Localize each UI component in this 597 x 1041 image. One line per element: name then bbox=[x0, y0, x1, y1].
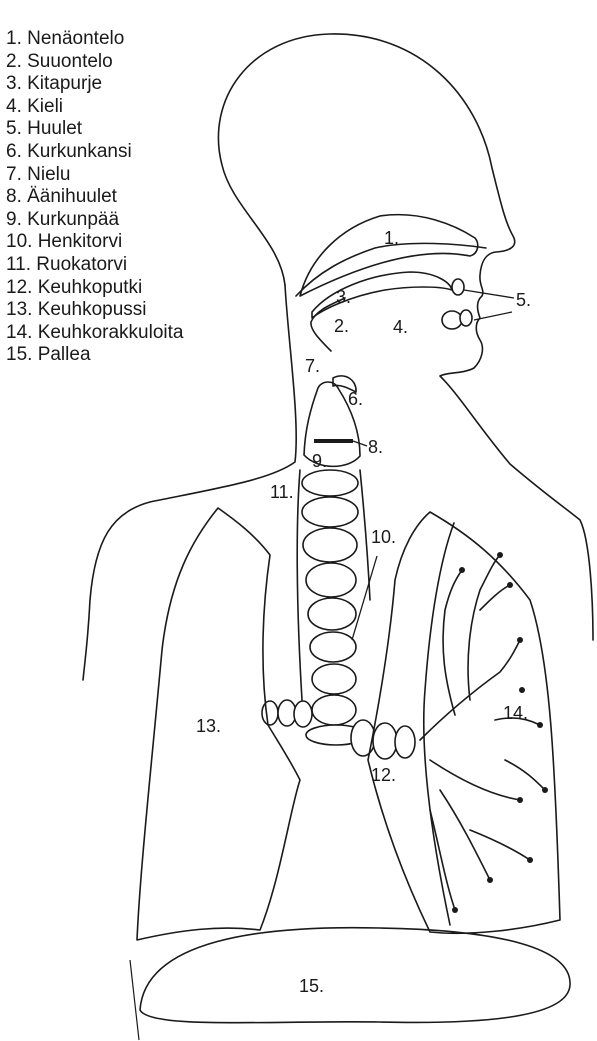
alveolus bbox=[497, 552, 503, 558]
label-5: 5. bbox=[516, 290, 531, 310]
lower-lip-inner bbox=[460, 310, 472, 326]
left-lung-inner bbox=[424, 523, 454, 925]
label-14: 14. bbox=[503, 703, 528, 723]
label-13: 13. bbox=[196, 716, 221, 736]
trachea-ring bbox=[308, 598, 356, 630]
label-1: 1. bbox=[384, 228, 399, 248]
label-15: 15. bbox=[299, 976, 324, 996]
label-11: 11. bbox=[270, 482, 294, 502]
alveolus bbox=[452, 907, 458, 913]
label-12: 12. bbox=[371, 765, 396, 785]
alveolus bbox=[459, 567, 465, 573]
label-8: 8. bbox=[368, 437, 383, 457]
bronchus-ring bbox=[294, 701, 312, 727]
alveolus bbox=[517, 797, 523, 803]
label-9: 9. bbox=[312, 451, 327, 471]
leader-line-5 bbox=[464, 290, 514, 298]
bronchus-ring bbox=[395, 726, 415, 758]
alveolus bbox=[507, 582, 513, 588]
upper-lip bbox=[452, 279, 464, 295]
trachea bbox=[302, 470, 358, 725]
lower-lip bbox=[442, 311, 462, 329]
alveolus bbox=[519, 687, 525, 693]
label-3: 3. bbox=[336, 287, 351, 307]
label-4: 4. bbox=[393, 317, 408, 337]
trachea-ring bbox=[312, 695, 356, 725]
trachea-ring bbox=[303, 528, 357, 562]
bronchus-ring bbox=[373, 723, 397, 759]
label-6: 6. bbox=[348, 389, 363, 409]
label-7: 7. bbox=[305, 356, 320, 376]
nasal-cavity bbox=[300, 215, 478, 296]
bronchus-ring bbox=[262, 701, 278, 725]
trachea-ring bbox=[306, 563, 356, 597]
trachea-ring bbox=[310, 632, 356, 662]
left-lung-outline bbox=[368, 512, 560, 933]
leader-line-10 bbox=[352, 556, 377, 640]
alveolus bbox=[537, 722, 543, 728]
diaphragm bbox=[140, 928, 570, 1023]
alveoli-tree bbox=[420, 555, 545, 910]
alveolus bbox=[517, 637, 523, 643]
trachea-ring bbox=[312, 664, 356, 694]
alveolus bbox=[487, 877, 493, 883]
label-2: 2. bbox=[334, 316, 349, 336]
bronchus-ring bbox=[351, 720, 375, 756]
alveoli-dots bbox=[452, 552, 548, 913]
alveolus bbox=[527, 857, 533, 863]
diaphragm-left-edge bbox=[130, 960, 139, 1040]
soft-palate bbox=[312, 272, 452, 318]
alveolus bbox=[542, 787, 548, 793]
trachea-ring bbox=[302, 497, 358, 527]
label-10: 10. bbox=[371, 527, 396, 547]
trachea-ring bbox=[302, 470, 358, 496]
